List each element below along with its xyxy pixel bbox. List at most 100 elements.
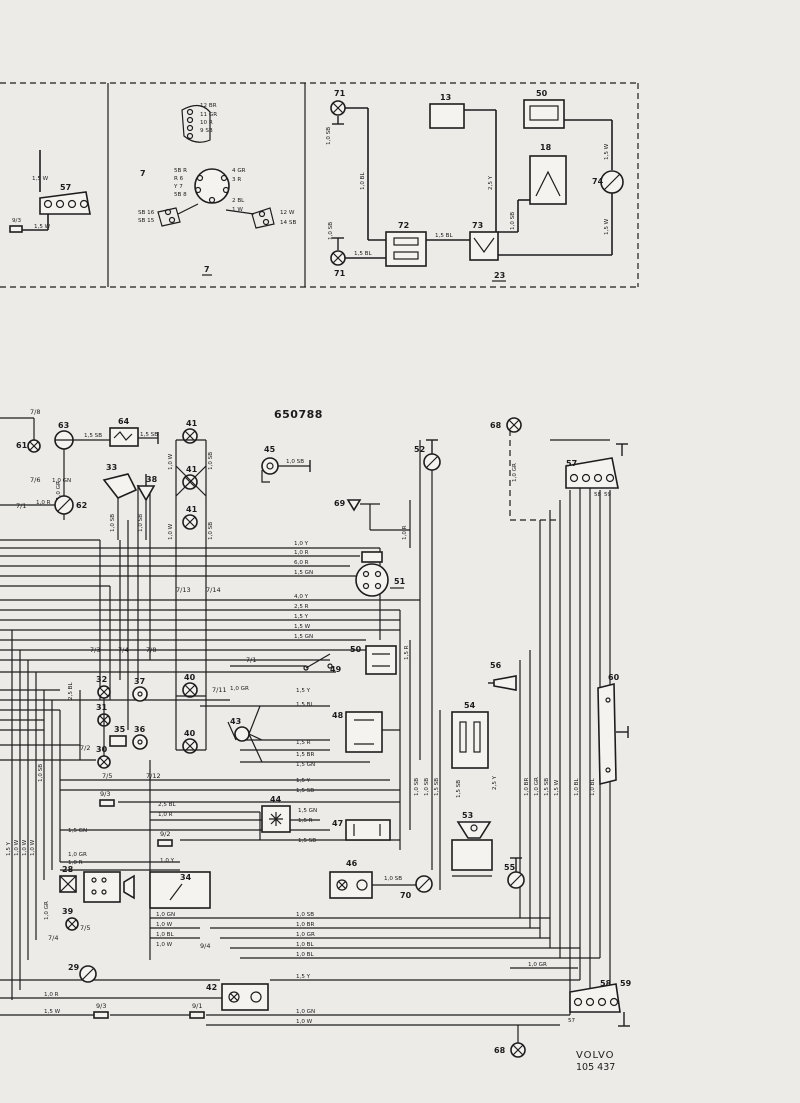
- svg-text:34: 34: [180, 873, 192, 882]
- svg-text:1,0 SB: 1,0 SB: [208, 452, 214, 470]
- svg-text:1,0 R: 1,0 R: [158, 812, 173, 818]
- svg-text:7/11: 7/11: [212, 686, 227, 694]
- svg-text:1,5 R: 1,5 R: [298, 818, 313, 824]
- wire-label-inset: 1,5 W: [34, 224, 51, 230]
- svg-text:1,5 GN: 1,5 GN: [294, 570, 313, 576]
- svg-text:1,0 W: 1,0 W: [14, 839, 20, 856]
- svg-text:60: 60: [608, 673, 620, 682]
- inset-connector-7: 12 BR 11 GR 10 R 9 SB 7 5B R R 6 Y 7 5B …: [138, 103, 296, 276]
- svg-text:1,0 W: 1,0 W: [22, 839, 28, 856]
- component-42: 42: [206, 983, 269, 1011]
- label-7: 7: [140, 169, 146, 178]
- component-45: 45 1,0 SB: [261, 445, 311, 483]
- svg-text:68: 68: [490, 421, 502, 430]
- component-35: 35: [103, 698, 127, 756]
- svg-text:37: 37: [134, 677, 145, 686]
- svg-text:1,0 GN: 1,0 GN: [156, 912, 175, 918]
- svg-text:36: 36: [134, 725, 146, 734]
- svg-text:2,5 R: 2,5 R: [294, 604, 309, 610]
- svg-text:1,0 SB: 1,0 SB: [208, 522, 214, 540]
- svg-text:1,0 W: 1,0 W: [156, 922, 173, 928]
- svg-text:7/8: 7/8: [146, 646, 156, 654]
- svg-text:71: 71: [334, 269, 346, 278]
- svg-text:1,0 Y: 1,0 Y: [160, 858, 175, 864]
- svg-text:3 R: 3 R: [232, 177, 241, 183]
- svg-text:31: 31: [96, 703, 108, 712]
- svg-text:69: 69: [334, 499, 346, 508]
- svg-text:1,5 BL: 1,5 BL: [354, 251, 373, 257]
- component-55: 55: [504, 857, 525, 889]
- brand-name: VOLVO: [576, 1050, 615, 1061]
- svg-text:51: 51: [394, 577, 406, 586]
- svg-text:52: 52: [414, 445, 425, 454]
- component-58-bottom: 58 59 57: [568, 979, 632, 1027]
- svg-text:1,0 SB: 1,0 SB: [138, 514, 144, 532]
- wire-label-inset-2: 1,5 W: [32, 176, 49, 182]
- svg-text:12 BR: 12 BR: [200, 103, 217, 109]
- svg-text:1,0 SB: 1,0 SB: [384, 876, 402, 882]
- svg-text:71: 71: [334, 89, 346, 98]
- svg-text:1,0 SB: 1,0 SB: [286, 459, 304, 465]
- component-50: 50 1,5 R: [350, 645, 410, 675]
- svg-text:1,0 GR: 1,0 GR: [534, 777, 540, 796]
- svg-text:59: 59: [604, 492, 612, 498]
- svg-text:44: 44: [270, 795, 282, 804]
- svg-text:12 W: 12 W: [280, 210, 295, 216]
- svg-text:SB 15: SB 15: [138, 218, 155, 224]
- svg-text:7/8: 7/8: [30, 408, 40, 416]
- component-37: 37: [132, 677, 148, 702]
- component-70: 70 1,0 SB: [372, 875, 433, 900]
- svg-text:1,5 Y: 1,5 Y: [6, 841, 12, 856]
- svg-text:4,0 Y: 4,0 Y: [294, 594, 309, 600]
- component-61: 61 7/8 7/6 7/1: [0, 408, 41, 510]
- svg-text:63: 63: [58, 421, 69, 430]
- svg-text:2,5 Y: 2,5 Y: [488, 175, 494, 190]
- component-31: 31: [96, 703, 111, 727]
- svg-text:1,0 BL: 1,0 BL: [296, 952, 315, 958]
- component-68-bottom: 68: [494, 1025, 526, 1058]
- svg-text:14 SB: 14 SB: [280, 220, 296, 226]
- svg-text:1,0 R: 1,0 R: [44, 992, 59, 998]
- svg-text:74: 74: [592, 177, 604, 186]
- svg-text:1,0 GR: 1,0 GR: [56, 481, 62, 500]
- svg-text:1,0 SB: 1,0 SB: [328, 222, 334, 240]
- svg-text:46: 46: [346, 859, 358, 868]
- svg-text:1,5 R: 1,5 R: [296, 740, 311, 746]
- svg-text:7/5: 7/5: [80, 924, 90, 932]
- fuses: 9/3 9/2 9/3 9/1: [93, 790, 205, 1019]
- svg-text:1,5 Y: 1,5 Y: [294, 614, 309, 620]
- svg-text:1,5 GN: 1,5 GN: [298, 808, 317, 814]
- component-30: 30 7/2: [80, 744, 111, 769]
- svg-text:1,0 BR: 1,0 BR: [296, 922, 315, 928]
- svg-text:1,0 GN: 1,0 GN: [296, 1009, 315, 1015]
- svg-text:45: 45: [264, 445, 276, 454]
- svg-text:1,5 Y: 1,5 Y: [296, 974, 311, 980]
- svg-text:1 W: 1 W: [232, 207, 243, 213]
- svg-text:1,0 SB: 1,0 SB: [296, 912, 314, 918]
- svg-text:9/4: 9/4: [200, 942, 210, 950]
- svg-text:1,5 SB: 1,5 SB: [544, 778, 550, 796]
- component-32: 32: [96, 675, 111, 699]
- svg-text:Y 7: Y 7: [173, 184, 183, 190]
- component-36: 36: [132, 725, 148, 750]
- svg-text:7/3: 7/3: [90, 646, 100, 654]
- component-54: 54 1,5 SB 2,5 Y: [451, 701, 498, 798]
- svg-text:9/2: 9/2: [160, 830, 170, 838]
- svg-text:1,0 SB: 1,0 SB: [110, 514, 116, 532]
- component-34: 34 1,0 GN 1,0 W 1,0 BL 1,0 W 9/4: [149, 871, 211, 950]
- component-57-main: 57 58 59 1,0 GR: [512, 443, 628, 498]
- tags-left: 7/3 7/4 7/8 7/5 7/12 2,5 BL 1,0 SB: [38, 646, 161, 782]
- svg-text:1,0 BL: 1,0 BL: [574, 777, 580, 796]
- component-40-group: 40 40 7/11 1,0 GR: [176, 673, 249, 754]
- svg-text:56: 56: [490, 661, 502, 670]
- svg-text:1,5 SB: 1,5 SB: [84, 433, 102, 439]
- svg-text:38: 38: [146, 475, 158, 484]
- svg-text:58: 58: [594, 492, 602, 498]
- svg-text:7/4: 7/4: [118, 646, 128, 654]
- svg-text:2,5 BL: 2,5 BL: [68, 681, 74, 700]
- inset-label-23: 23: [494, 271, 505, 280]
- svg-text:1,0 BL: 1,0 BL: [296, 942, 315, 948]
- svg-text:1,0 BR: 1,0 BR: [524, 777, 530, 796]
